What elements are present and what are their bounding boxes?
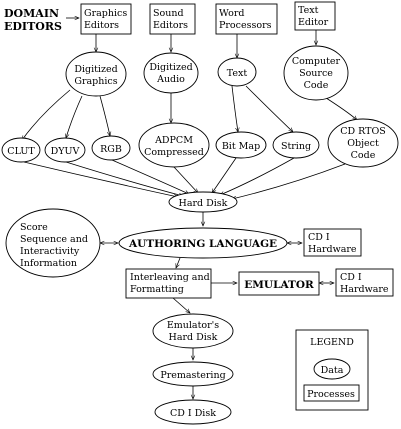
ellipse-label: Digitized (149, 62, 192, 73)
legend-process-label: Processes (307, 389, 355, 400)
edge-object-disk (232, 163, 346, 199)
ellipse-label: ADPCM (154, 135, 193, 146)
process-emulator: EMULATOR (238, 271, 320, 296)
ellipse-label: Object (347, 138, 379, 149)
box-label: Hardware (340, 284, 389, 295)
data-rgb: RGB (91, 135, 131, 161)
box-label: Interleaving and (130, 272, 210, 283)
ellipse-label: CLUT (7, 146, 35, 157)
data-dyuv: DYUV (44, 137, 86, 163)
process-sound-editors: Sound Editors (149, 3, 196, 35)
ellipse-label: Source (299, 68, 333, 79)
process-graphics-editors: Graphics Editors (80, 3, 132, 35)
ellipse-label: Emulator's (167, 320, 219, 331)
data-digitized-audio: Digitized Audio (143, 52, 199, 94)
data-source-code: Computer Source Code (283, 45, 349, 101)
process-word-processors: Word Processors (215, 3, 278, 35)
edge-interleaving-disk (172, 297, 190, 313)
ellipse-label: CD I Disk (170, 408, 216, 419)
data-cdi-disk: CD I Disk (154, 399, 232, 425)
box-label: CD I (308, 232, 330, 243)
box-label: Graphics (84, 8, 127, 19)
box-label: Editors (84, 20, 119, 31)
box-label: EMULATOR (244, 279, 314, 291)
edge-text-string (245, 85, 293, 132)
legend: LEGEND Data Processes (295, 329, 369, 411)
ellipse-label: RGB (100, 144, 122, 155)
ellipse-label: Code (304, 80, 329, 91)
edge-source-object (322, 95, 357, 120)
data-clut: CLUT (1, 137, 41, 163)
box-label: Formatting (130, 284, 184, 295)
ellipse-label: Interactivity (20, 246, 80, 257)
edge-string-disk (220, 157, 295, 196)
data-text: Text (217, 57, 257, 87)
domain-editors-title: DOMAIN (4, 7, 59, 20)
ellipse-label: Information (20, 258, 77, 269)
ellipse-label: Score (20, 222, 48, 233)
data-emulator-hard-disk: Emulator's Hard Disk (152, 313, 234, 349)
process-text-editor: Text Editor (294, 1, 336, 31)
box-label: Text (298, 5, 319, 16)
ellipse-label: Bit Map (222, 141, 260, 152)
legend-process-sample: Processes (303, 384, 360, 402)
box-label: Processors (219, 20, 272, 31)
legend-title: LEGEND (310, 337, 354, 348)
box-label: Word (219, 8, 244, 19)
domain-editors-title: EDITORS (4, 20, 62, 33)
ellipse-label: DYUV (51, 146, 80, 157)
edge-rgb-disk (111, 159, 189, 195)
data-score-sequence: Score Sequence and Interactivity Informa… (5, 208, 101, 278)
data-adpcm: ADPCM Compressed (138, 122, 210, 168)
legend-data-sample: Data (313, 358, 351, 380)
edge-clut-disk (23, 161, 178, 197)
ellipse-label: Sequence and (20, 234, 88, 245)
ellipse-label: Digitized (74, 64, 117, 75)
legend-data-label: Data (321, 365, 344, 376)
edge-authoring-interleaving (176, 257, 181, 268)
box-label: CD I (340, 272, 362, 283)
data-object-code: CD RTOS Object Code (327, 118, 399, 168)
edge-graphics-dyuv (66, 95, 83, 138)
ellipse-label: Code (351, 150, 376, 161)
ellipse-label: Hard Disk (169, 332, 218, 343)
edge-adpcm-disk (173, 166, 198, 193)
box-label: Editors (153, 20, 188, 31)
edge-dyuv-disk (65, 161, 183, 196)
ellipse-label: AUTHORING LANGUAGE (128, 238, 277, 250)
data-hard-disk: Hard Disk (168, 191, 238, 213)
process-cdi-hardware-2: CD I Hardware (335, 268, 394, 297)
data-premastering: Premastering (152, 361, 234, 387)
ellipse-label: Audio (156, 74, 185, 85)
ellipse-label: Graphics (74, 76, 117, 87)
ellipse-label: Computer (292, 56, 341, 67)
data-digitized-graphics: Digitized Graphics (65, 51, 127, 97)
ellipse-label: String (281, 141, 311, 152)
box-label: Sound (153, 8, 184, 19)
ellipse-label: Text (227, 68, 248, 79)
box-label: Editor (298, 17, 329, 28)
ellipse-label: Premastering (160, 370, 225, 381)
edge-graphics-clut (22, 89, 71, 140)
edge-text-bitmap (231, 85, 238, 132)
data-authoring-language: AUTHORING LANGUAGE (118, 227, 288, 259)
ellipse-label: Hard Disk (179, 198, 228, 209)
data-string: String (272, 131, 320, 159)
process-cdi-hardware-1: CD I Hardware (303, 228, 362, 257)
box-label: Hardware (308, 244, 357, 255)
ellipse-label: CD RTOS (340, 126, 386, 137)
edge-graphics-rgb (99, 95, 110, 136)
ellipse-label: Compressed (144, 147, 204, 158)
data-bitmap: Bit Map (215, 131, 267, 159)
process-interleaving: Interleaving and Formatting (125, 268, 212, 299)
edge-bitmap-disk (212, 157, 237, 193)
